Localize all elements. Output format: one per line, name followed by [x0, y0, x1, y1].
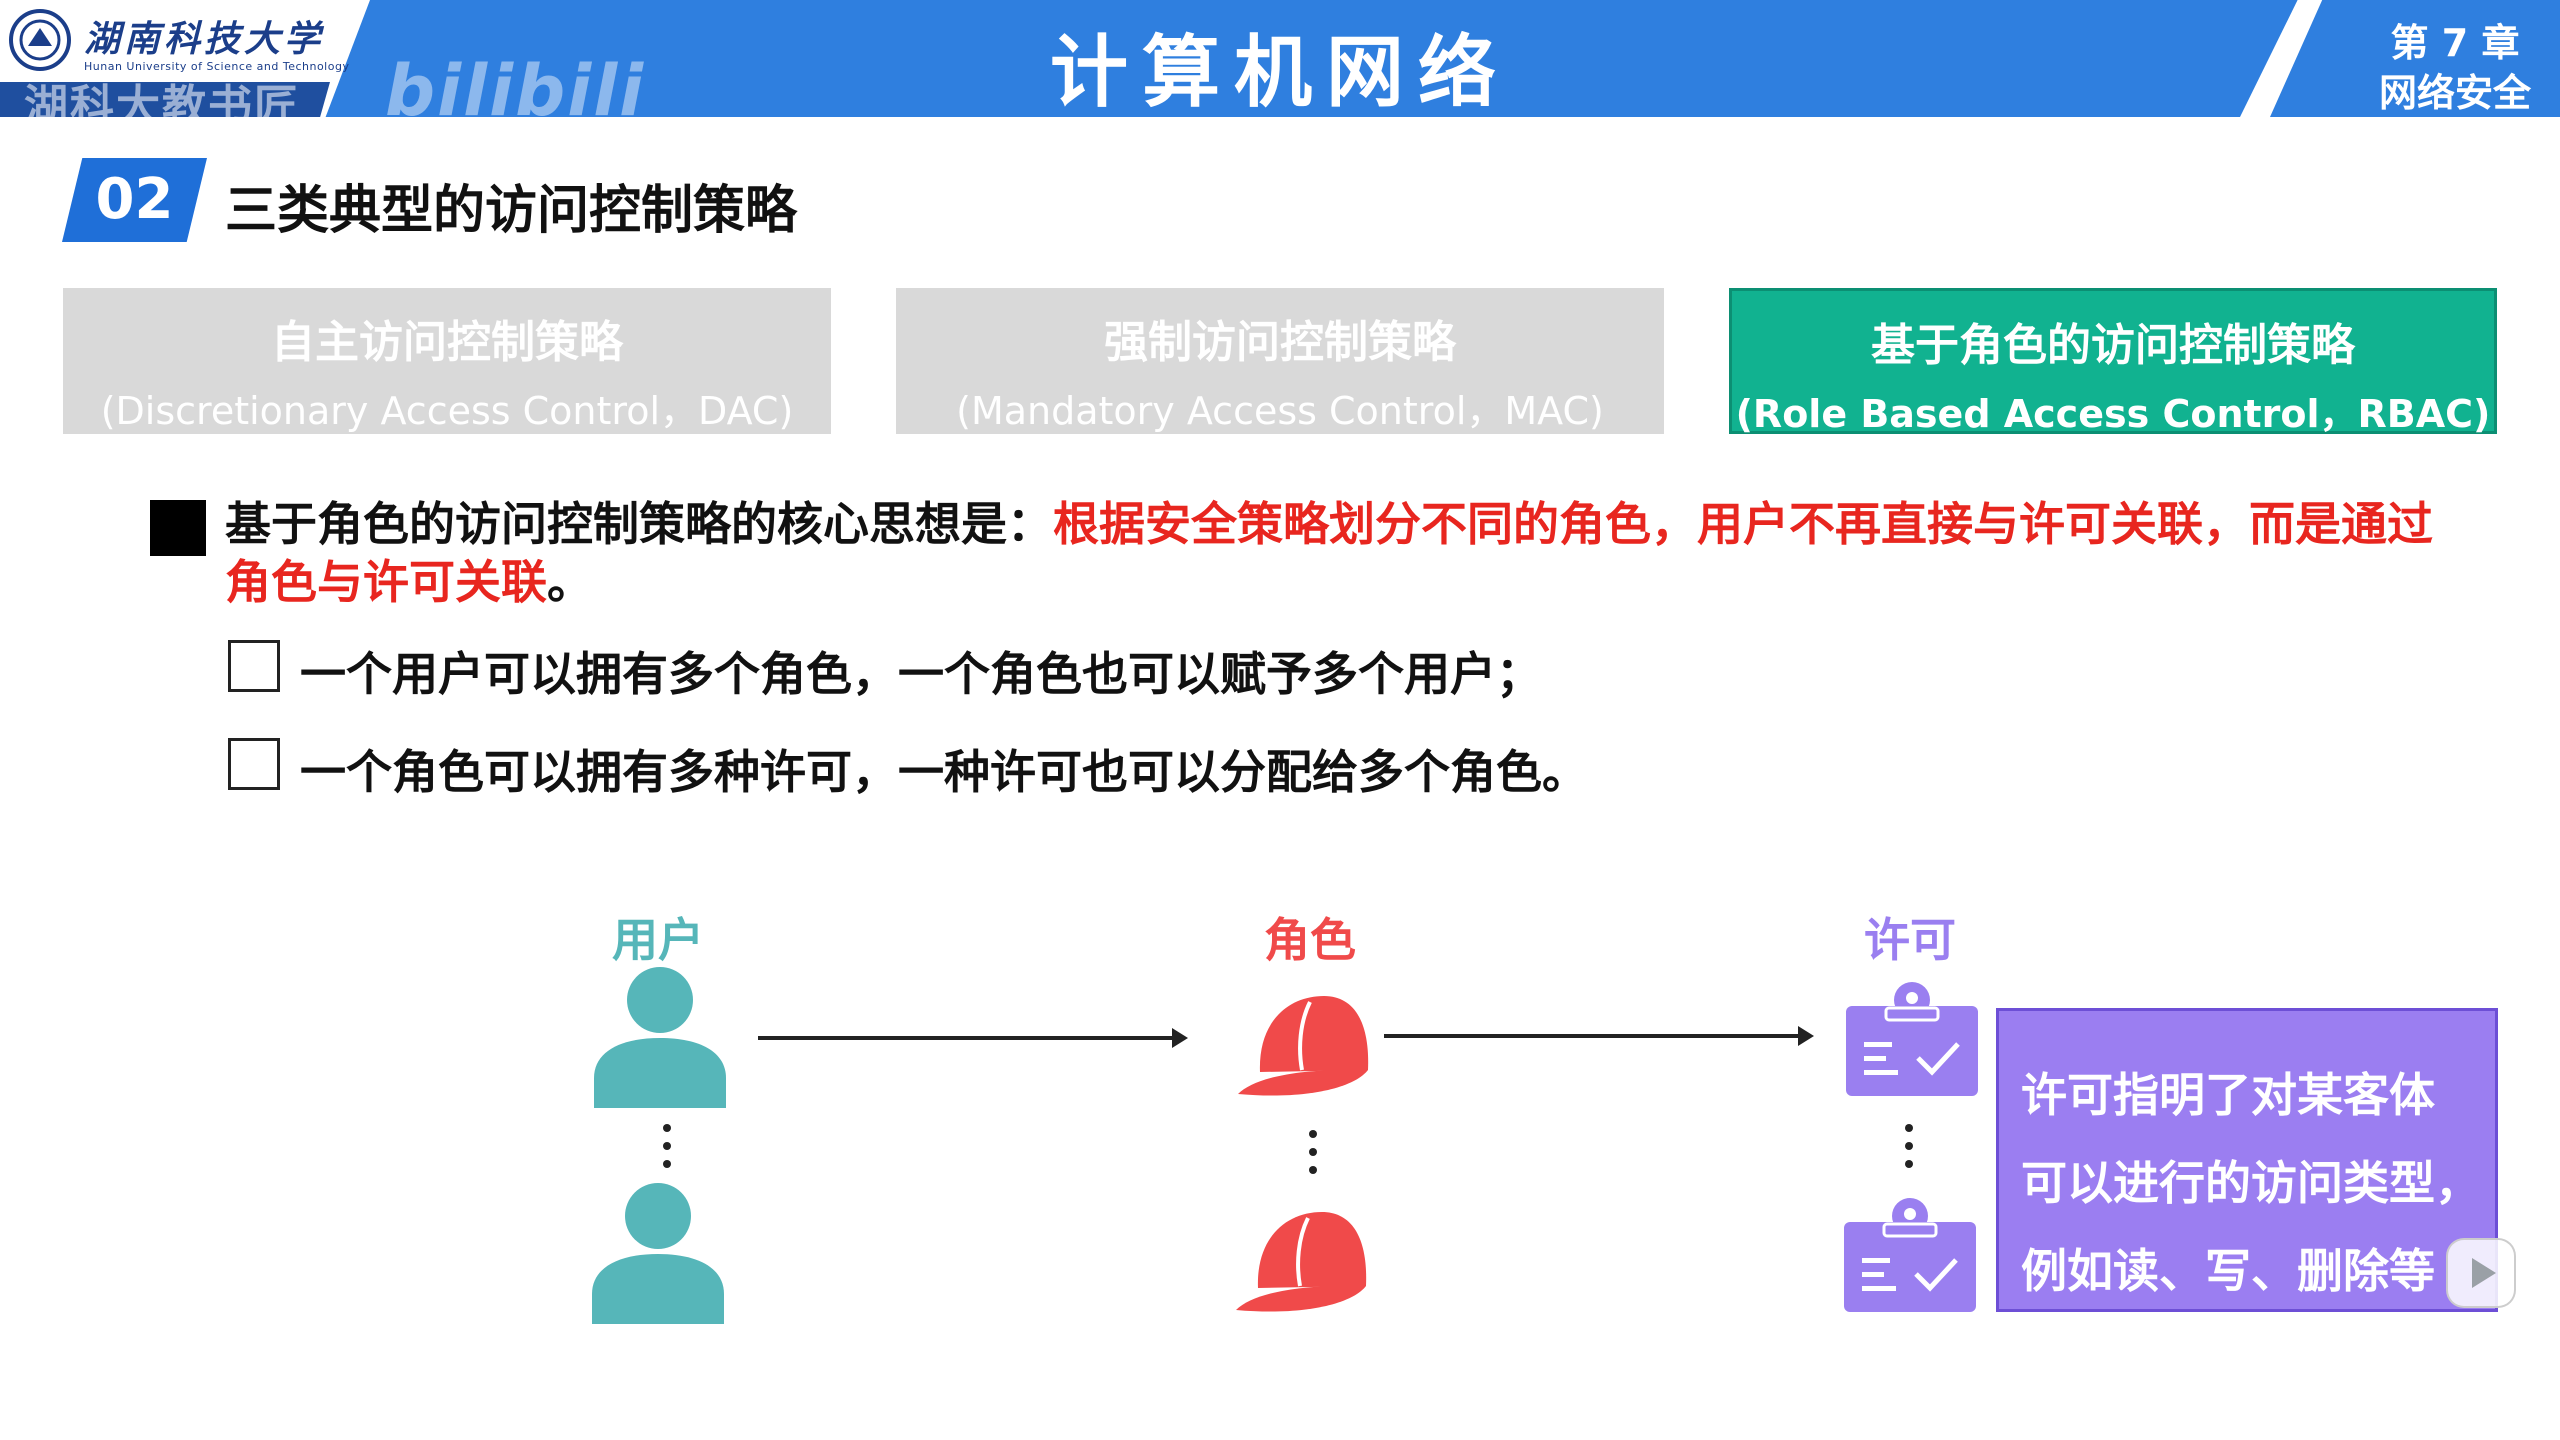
core-idea-prefix: 基于角色的访问控制策略的核心思想是： — [225, 497, 1053, 551]
vertical-ellipsis-icon — [1309, 1130, 1319, 1184]
policy-name: 基于角色的访问控制策略 — [1871, 320, 2355, 371]
role-label: 角色 — [1264, 913, 1356, 967]
core-idea-suffix: 。 — [547, 555, 593, 609]
section-title: 三类典型的访问控制策略 — [225, 181, 798, 241]
user-label: 用户 — [612, 913, 704, 967]
core-idea-text: 基于角色的访问控制策略的核心思想是：根据安全策略划分不同的角色，用户不再直接与许… — [225, 495, 2455, 611]
core-idea-highlight: 根据安全策略划分不同的角色，用户不再直接与许可关联，而是通过角色与许可关联 — [225, 497, 2433, 609]
section-number-badge: 02 — [62, 158, 207, 242]
permission-clipboard-icon — [1846, 982, 1978, 1096]
user-icon — [592, 1183, 724, 1324]
point-text: 一个用户可以拥有多个角色，一个角色也可以赋予多个用户； — [300, 647, 1542, 701]
chapter-name: 网络安全 — [2378, 71, 2531, 115]
permission-clipboard-icon — [1844, 1198, 1976, 1312]
chapter-panel — [2270, 0, 2560, 117]
policy-box-dac: 自主访问控制策略 (Discretionary Access Control，D… — [63, 288, 831, 434]
policy-english: (Role Based Access Control，RBAC) — [1735, 392, 2491, 436]
university-name: 湖南科技大学 — [84, 18, 325, 60]
user-to-role-arrow — [758, 1028, 1188, 1048]
hollow-square-bullet-icon — [228, 640, 280, 692]
policy-english: (Mandatory Access Control，MAC) — [956, 389, 1604, 433]
permission-label: 许可 — [1864, 913, 1956, 967]
policy-english: (Discretionary Access Control，DAC) — [100, 389, 794, 433]
university-emblem-icon — [9, 9, 71, 71]
vertical-ellipsis-icon — [1905, 1124, 1915, 1178]
vertical-ellipsis-icon — [663, 1124, 673, 1178]
channel-watermark: 湖科大教书匠 — [24, 81, 300, 132]
role-cap-icon — [1238, 996, 1369, 1096]
hollow-square-bullet-icon — [228, 738, 280, 790]
bilibili-watermark: bilibili — [385, 50, 646, 132]
course-title: 计算机网络 — [1049, 28, 1510, 118]
university-english-name: Hunan University of Science and Technolo… — [84, 60, 350, 73]
note-line: 许可指明了对某客体 — [2021, 1068, 2435, 1122]
policy-box-mac: 强制访问控制策略 (Mandatory Access Control，MAC) — [896, 288, 1664, 434]
note-line: 例如读、写、删除等 — [2021, 1244, 2435, 1298]
policy-name: 强制访问控制策略 — [1104, 317, 1456, 368]
note-line: 可以进行的访问类型， — [2021, 1156, 2481, 1210]
user-icon — [594, 967, 726, 1108]
play-icon[interactable] — [2446, 1238, 2516, 1308]
policy-box-rbac: 基于角色的访问控制策略 (Role Based Access Control，R… — [1729, 288, 2497, 436]
chapter-number: 第 7 章 — [2390, 21, 2520, 65]
logo-strip — [0, 82, 330, 117]
role-cap-icon — [1236, 1212, 1367, 1312]
point-text: 一个角色可以拥有多种许可，一种许可也可以分配给多个角色。 — [300, 745, 1588, 799]
filled-square-bullet-icon — [150, 500, 206, 556]
header-bar: 湖南科技大学 Hunan University of Science and T… — [0, 0, 2560, 132]
permission-note-box: 许可指明了对某客体 可以进行的访问类型， 例如读、写、删除等 — [1996, 1008, 2498, 1312]
role-to-permission-arrow — [1384, 1026, 1814, 1046]
policy-name: 自主访问控制策略 — [271, 317, 623, 368]
